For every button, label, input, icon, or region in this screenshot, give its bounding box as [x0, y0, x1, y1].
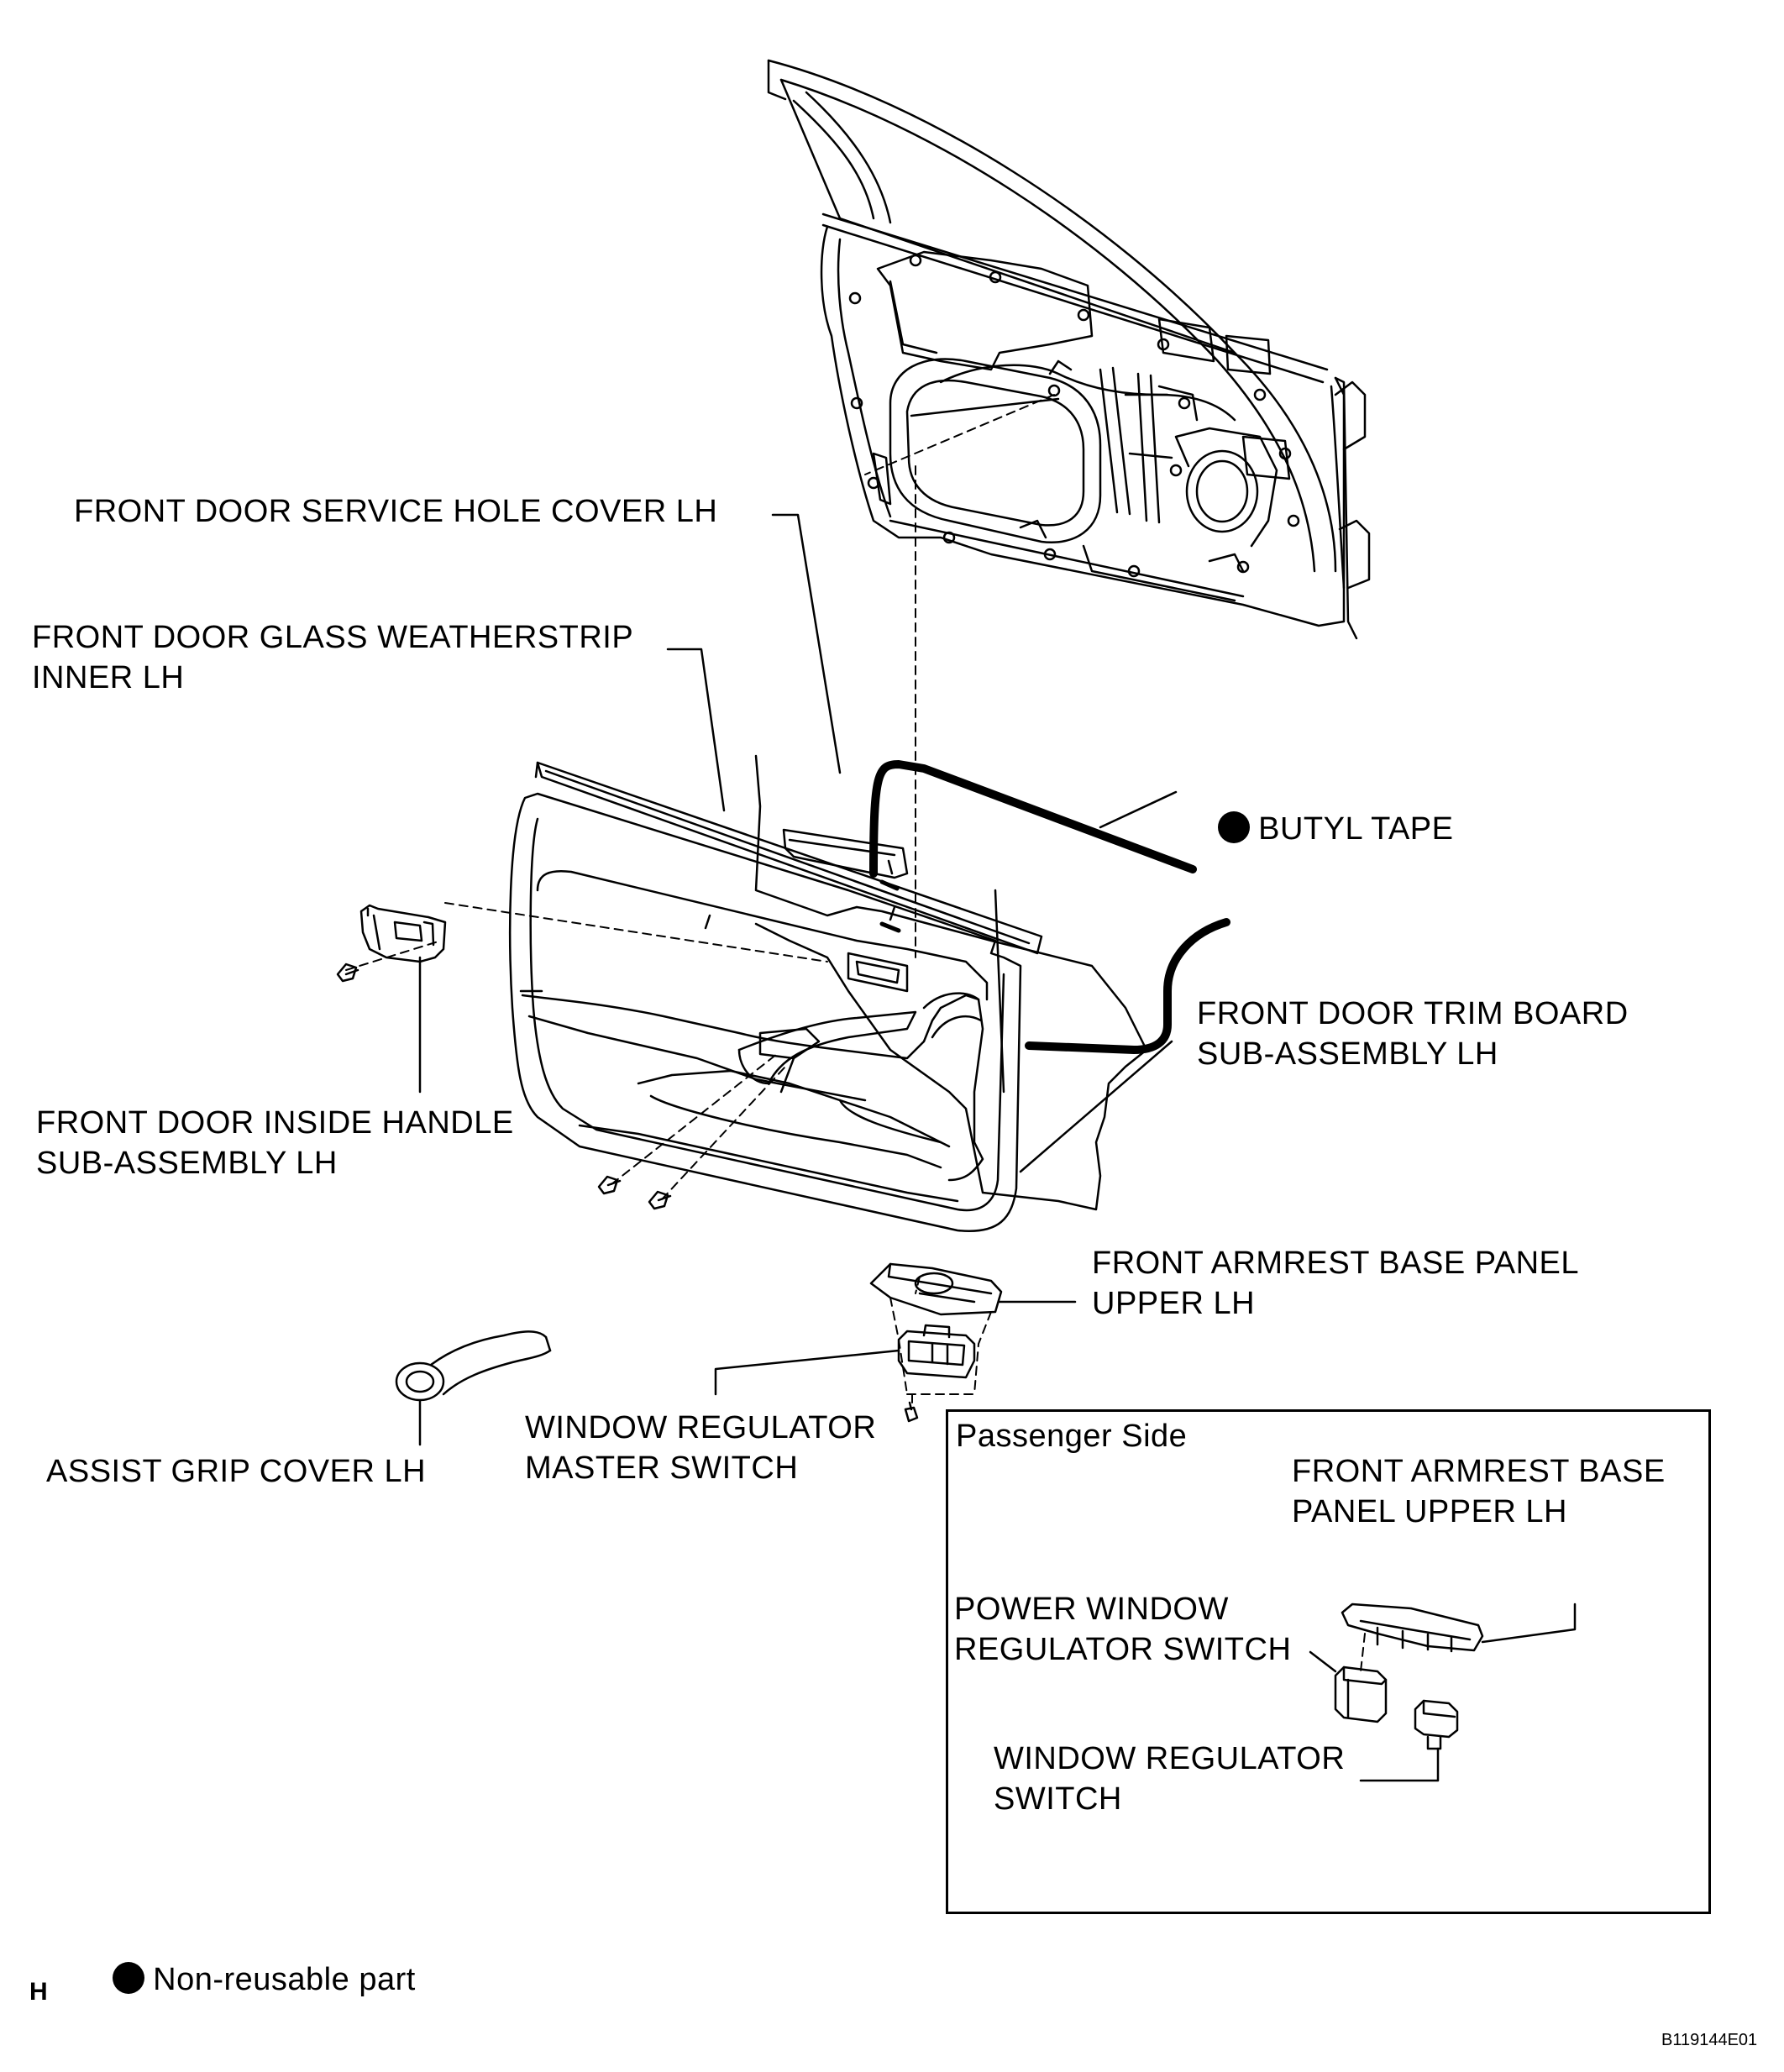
legend-non-reusable-text: Non-reusable part — [153, 1962, 416, 1997]
butyl-tape-illustration — [869, 760, 1230, 1054]
inset-label-power-window-switch-line2: REGULATOR SWITCH — [954, 1632, 1292, 1667]
non-reusable-marker-icon — [1218, 810, 1251, 843]
label-glass-weatherstrip-line1: FRONT DOOR GLASS WEATHERSTRIP — [32, 620, 634, 655]
label-assist-grip: ASSIST GRIP COVER LH — [46, 1454, 427, 1489]
screw-illustrations — [336, 963, 919, 1423]
inside-handle-illustration — [359, 904, 447, 963]
label-service-hole-cover: FRONT DOOR SERVICE HOLE COVER LH — [74, 494, 718, 529]
label-armrest-panel-line2: UPPER LH — [1092, 1286, 1256, 1321]
inset-title: Passenger Side — [956, 1419, 1188, 1454]
assist-grip-cover-illustration — [395, 1330, 552, 1402]
label-trim-board-line1: FRONT DOOR TRIM BOARD — [1197, 996, 1629, 1031]
label-master-switch-line2: MASTER SWITCH — [525, 1450, 799, 1486]
armrest-base-panel-illustration — [869, 1262, 1003, 1316]
glass-weatherstrip-illustration — [534, 761, 1043, 955]
master-switch-illustration — [897, 1324, 976, 1379]
passenger-side-inset — [946, 1409, 1711, 1914]
inset-label-window-switch-line1: WINDOW REGULATOR — [994, 1741, 1346, 1776]
legend-non-reusable: Non-reusable part — [94, 1919, 416, 2000]
door-shell-illustration — [767, 59, 1371, 640]
label-armrest-panel-line1: FRONT ARMREST BASE PANEL — [1092, 1246, 1580, 1281]
label-master-switch-line1: WINDOW REGULATOR — [525, 1410, 877, 1445]
label-inside-handle-line1: FRONT DOOR INSIDE HANDLE — [36, 1105, 514, 1141]
inset-label-window-switch-line2: SWITCH — [994, 1781, 1122, 1817]
trim-board-illustration — [508, 792, 1022, 1233]
label-trim-board-line2: SUB-ASSEMBLY LH — [1197, 1036, 1498, 1072]
assembly-dashed-lines — [345, 394, 1366, 1672]
figure-id: B119144E01 — [1661, 2031, 1758, 2049]
page-code: H — [29, 1978, 48, 2006]
leader-lines — [418, 513, 1577, 1782]
inset-armrest-panel-illustration — [1341, 1603, 1484, 1653]
label-inside-handle-line2: SUB-ASSEMBLY LH — [36, 1146, 338, 1181]
label-butyl-tape-text: BUTYL TAPE — [1258, 811, 1454, 847]
inset-power-window-switch-illustration — [1334, 1665, 1388, 1723]
non-reusable-legend-icon — [113, 1961, 145, 1994]
inset-window-switch-illustration — [1414, 1699, 1459, 1750]
inset-label-power-window-switch-line1: POWER WINDOW — [954, 1592, 1229, 1627]
label-glass-weatherstrip-line2: INNER LH — [32, 660, 185, 695]
inset-label-armrest-line2: PANEL UPPER LH — [1292, 1494, 1567, 1529]
label-butyl-tape: BUTYL TAPE — [1199, 768, 1454, 849]
inset-label-armrest-line1: FRONT ARMREST BASE — [1292, 1454, 1666, 1489]
service-hole-cover-illustration — [754, 754, 1148, 1211]
